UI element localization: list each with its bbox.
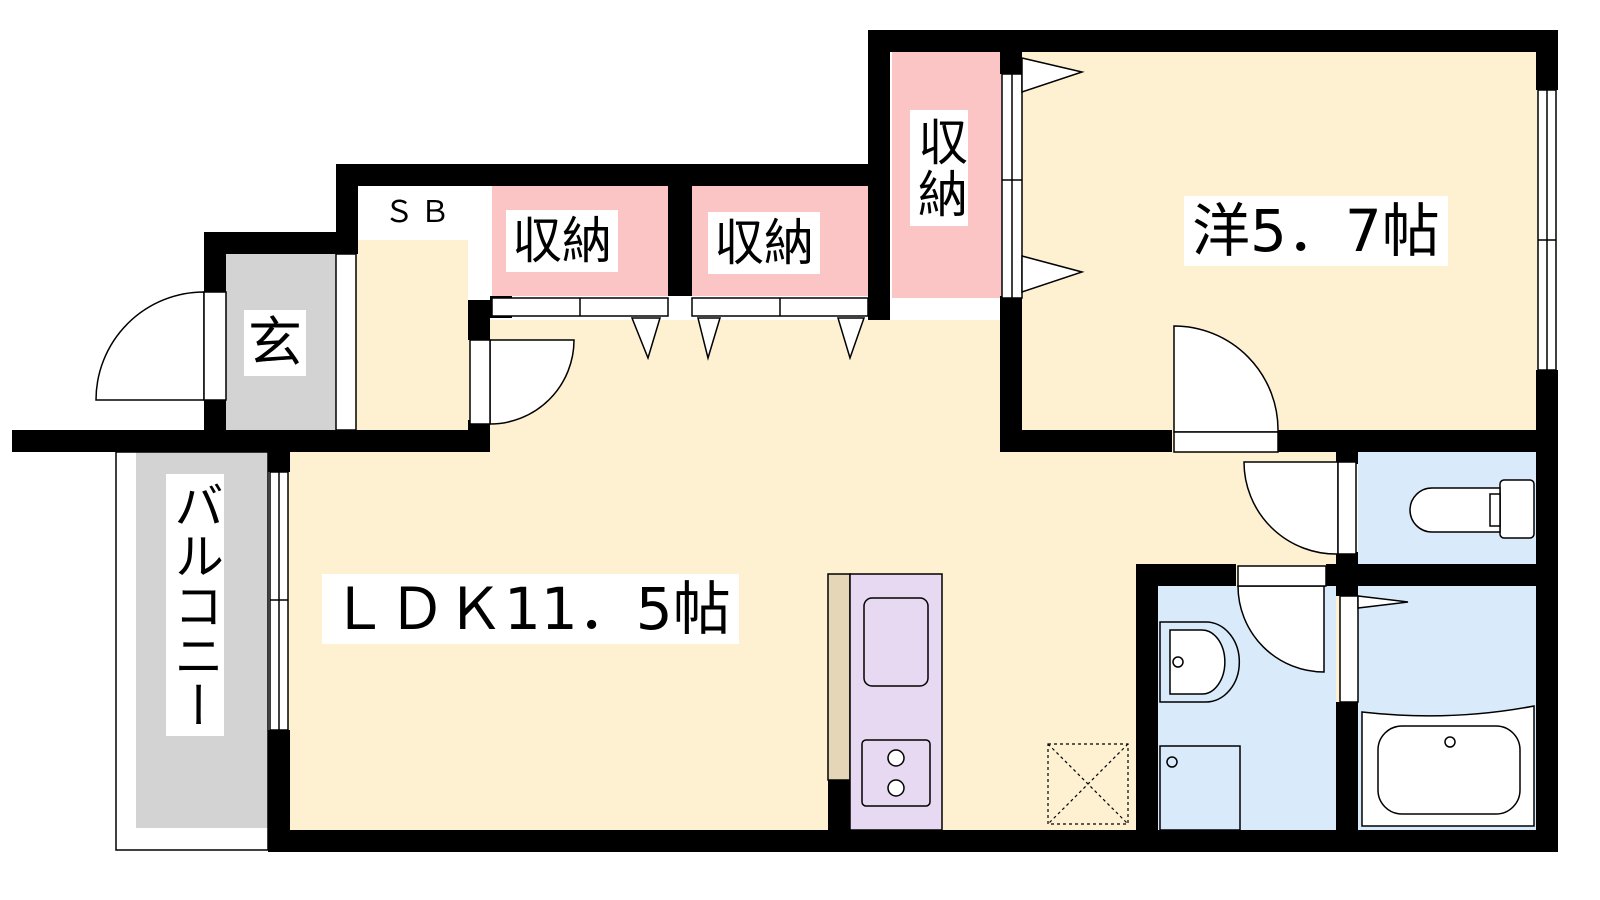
windows	[269, 73, 1557, 731]
doors	[95, 291, 1409, 703]
ldk-door-swing	[489, 339, 575, 425]
western-room-label: 洋5．7帖	[1184, 196, 1448, 266]
entrance-step	[335, 253, 357, 431]
washbasin-icon	[1159, 621, 1241, 703]
kitchen-counter-wall	[827, 573, 851, 781]
bathroom-door	[1339, 595, 1359, 703]
storage-1-label: 収納	[506, 210, 618, 272]
walls	[12, 30, 1558, 852]
kitchen	[827, 573, 943, 831]
entrance-door-swing	[95, 291, 205, 401]
entrance-label: 玄	[244, 310, 306, 376]
sliding-door-arrows	[630, 57, 1085, 361]
storage-2-label: 収納	[708, 212, 820, 274]
western-room-door-swing	[1173, 325, 1279, 433]
floor-hatch-icon	[1047, 743, 1129, 825]
toilet-door-swing	[1243, 461, 1339, 555]
storage-3-label: 収納	[910, 110, 968, 226]
washing-machine-space-icon	[1159, 745, 1241, 831]
bathtub-icon	[1361, 705, 1535, 827]
shoe-box-label: ＳＢ	[380, 196, 460, 230]
toilet-icon	[1409, 479, 1535, 539]
gas-stove-icon	[861, 739, 931, 807]
ldk-label: ＬＤＫ11．5帖	[322, 574, 739, 644]
kitchen-sink-icon	[863, 597, 929, 687]
shoe-box-floor	[356, 240, 468, 430]
washroom-door-swing	[1237, 585, 1325, 673]
balcony-label: バルコニー	[166, 474, 224, 736]
